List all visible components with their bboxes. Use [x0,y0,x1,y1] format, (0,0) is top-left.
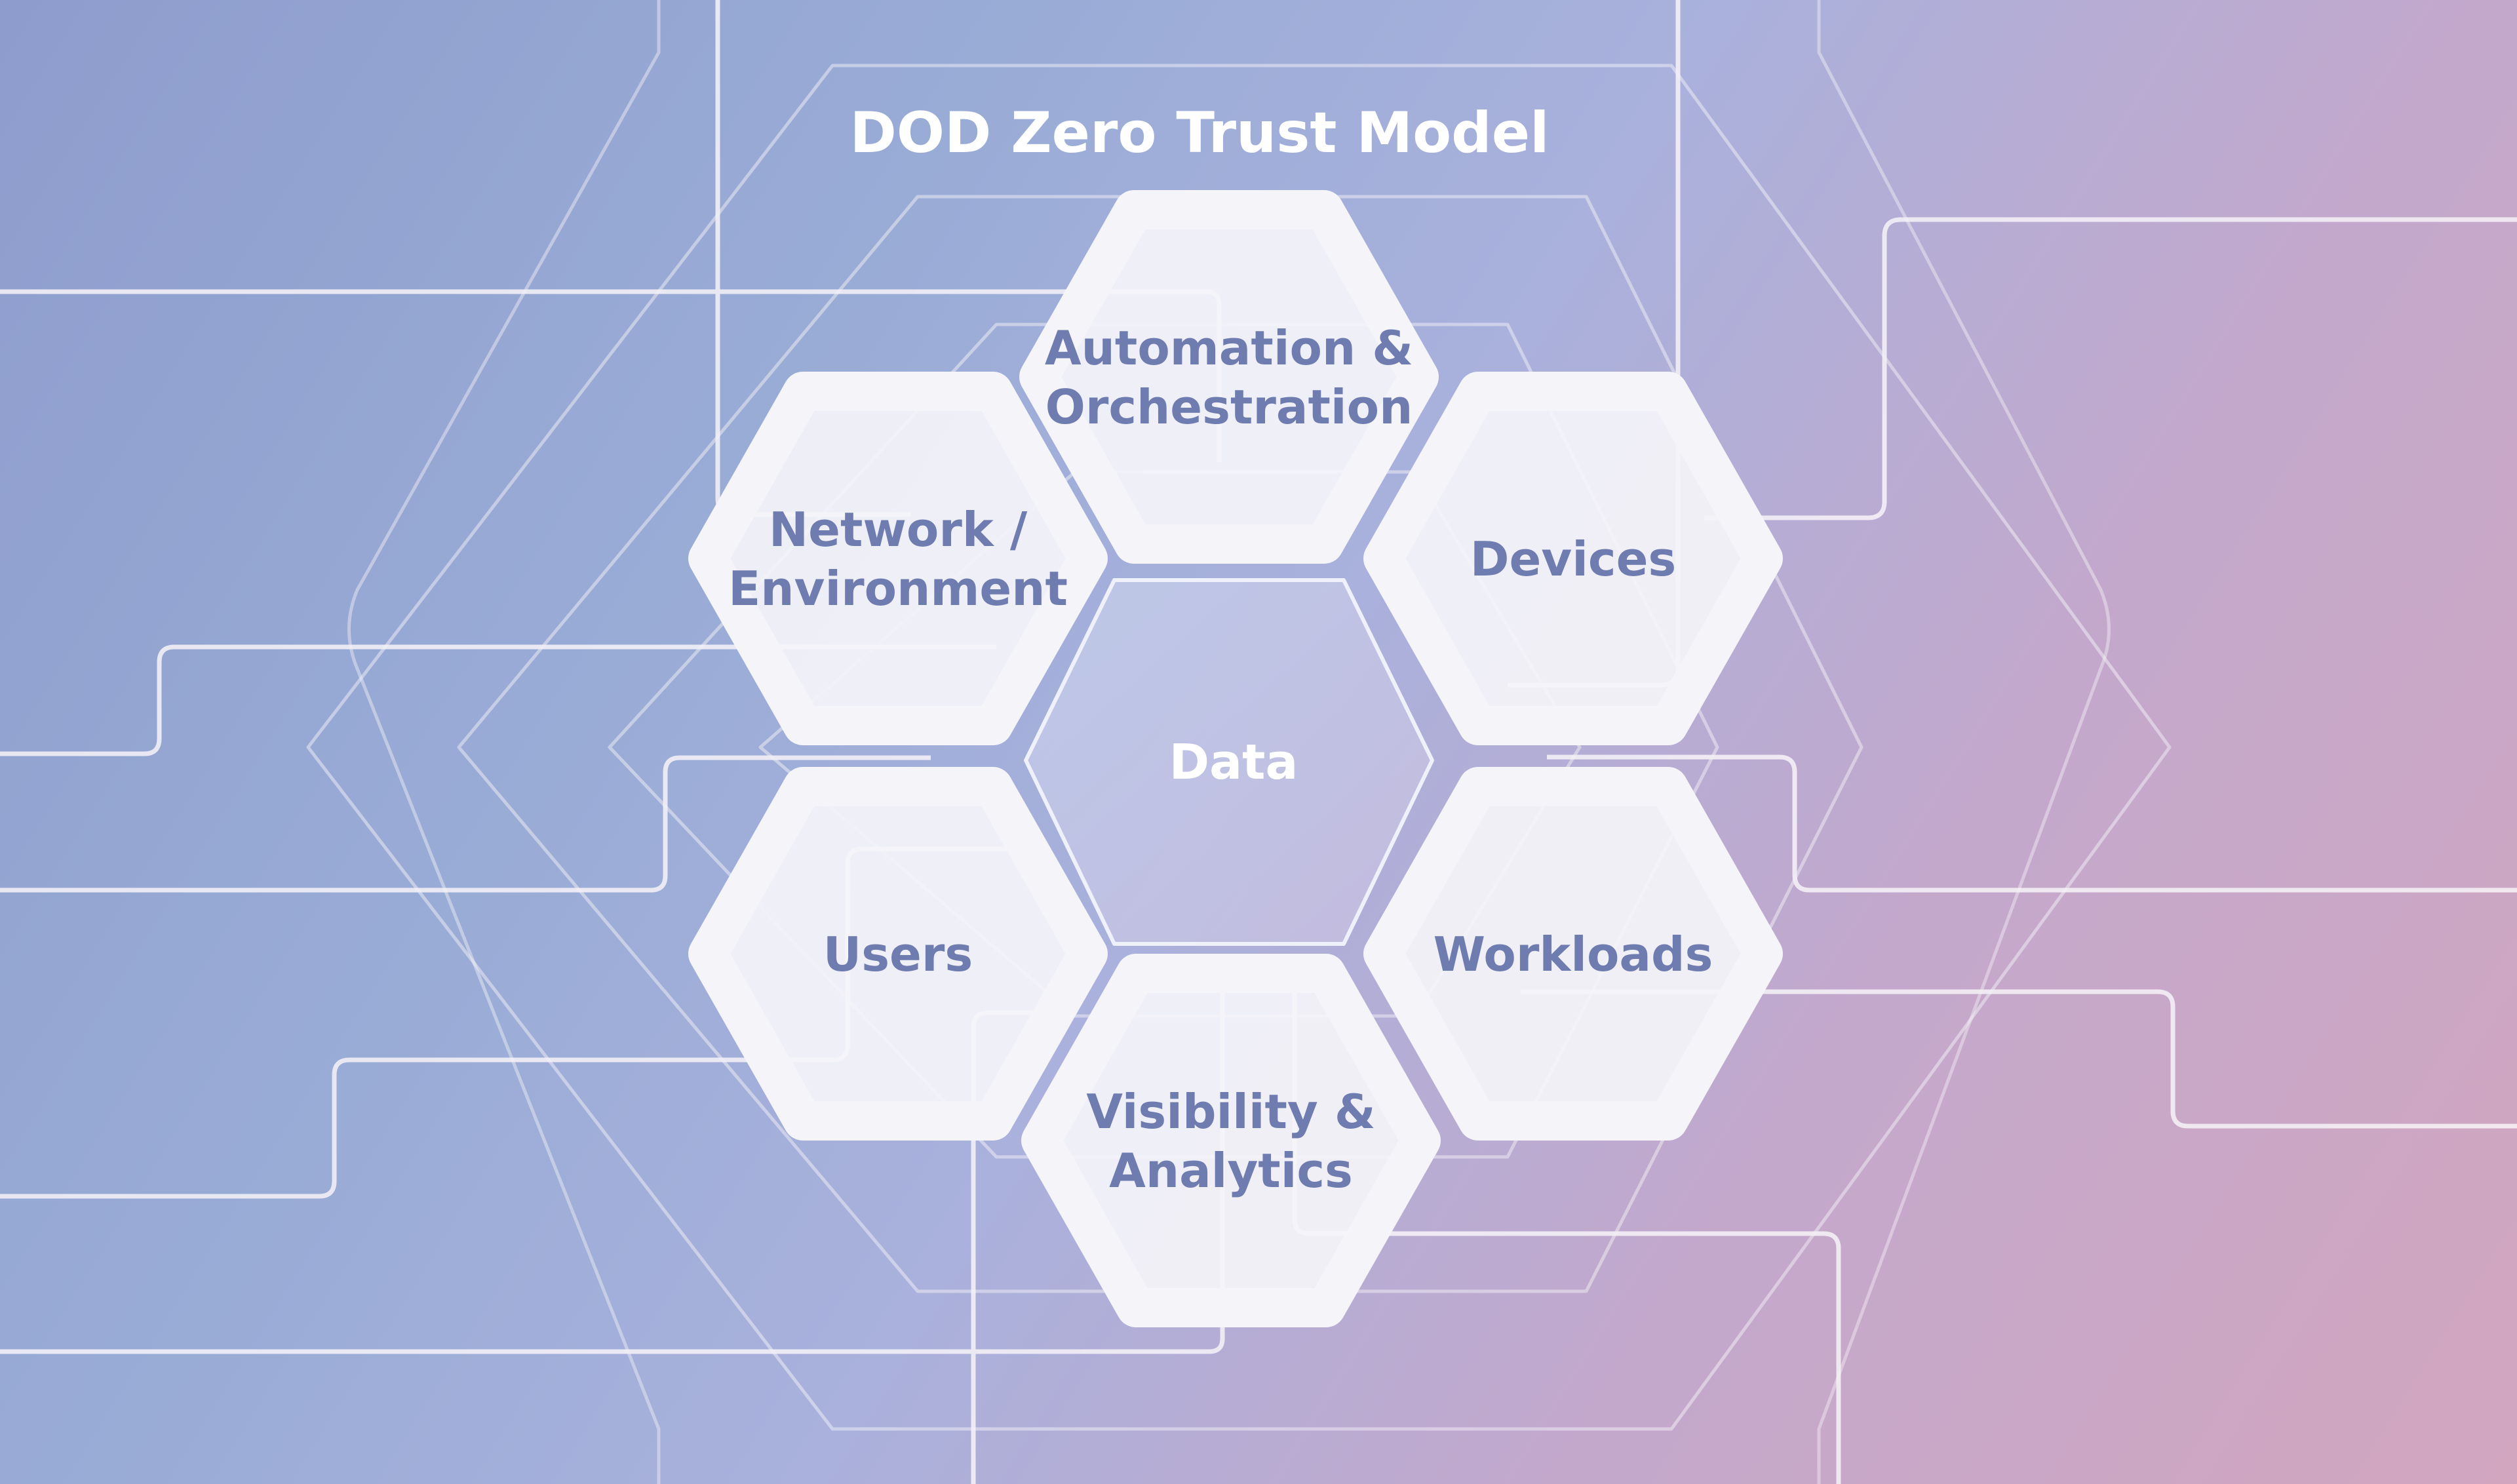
pillar-hexagon [688,372,1108,745]
pillar-label: Orchestration [1045,380,1413,435]
center-hexagon: Data [1024,578,1434,946]
pillar-devices: Devices [1363,372,1783,745]
pillar-users: Users [688,767,1108,1141]
center-label: Data [1169,734,1298,791]
pillar-hexagon [688,767,1108,1141]
pillar-automation: Automation &Orchestration [1019,190,1439,564]
pillar-hexagon [1021,954,1441,1327]
pillar-hexagon [1363,372,1783,745]
pillar-label: Analytics [1109,1143,1353,1198]
pillar-label: Network / [769,502,1028,557]
pillar-hexagon [1019,190,1439,564]
pillar-label: Environment [728,561,1068,616]
pillar-label: Devices [1470,532,1677,587]
pillar-network: Network /Environment [688,372,1108,745]
pillar-label: Users [823,927,973,982]
pillar-label: Automation & [1045,321,1413,376]
pillar-visibility: Visibility &Analytics [1021,954,1441,1327]
pillar-group: Automation &OrchestrationDevicesWorkload… [688,190,1783,1327]
diagonal-accents [347,0,2111,1484]
pillar-label: Workloads [1434,927,1713,982]
pillar-label: Visibility & [1086,1084,1375,1139]
pillar-workloads: Workloads [1363,767,1783,1141]
diagram-title: DOD Zero Trust Model [849,100,1549,166]
pillar-hexagon [1363,767,1783,1141]
